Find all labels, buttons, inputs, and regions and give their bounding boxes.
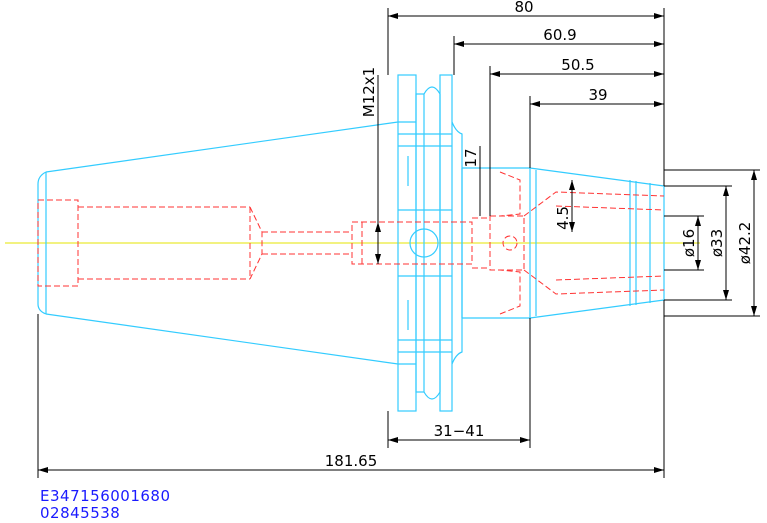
dim-thread-m12x1: M12x1 [360,67,378,117]
dimension-lines [37,8,760,478]
dim-overall-181-65: 181.65 [325,452,378,470]
dim-4-5: 4.5 [554,206,572,230]
dim-dia-16: ø16 [680,229,698,257]
dim-dia-42-2: ø42.2 [736,222,754,265]
dim-80: 80 [514,0,533,16]
dim-range-31-41: 31−41 [434,422,485,440]
dim-50-5: 50.5 [561,56,594,74]
part-code-primary: E347156001680 [40,487,171,505]
dim-dia-33: ø33 [708,229,726,257]
dim-39: 39 [588,86,607,104]
dim-60-9: 60.9 [543,26,576,44]
part-code-secondary: 02845538 [40,504,121,522]
holder-outline [37,74,665,412]
dimension-arrows [38,13,757,473]
hidden-bore-lines [37,171,665,315]
dim-17: 17 [462,148,480,167]
